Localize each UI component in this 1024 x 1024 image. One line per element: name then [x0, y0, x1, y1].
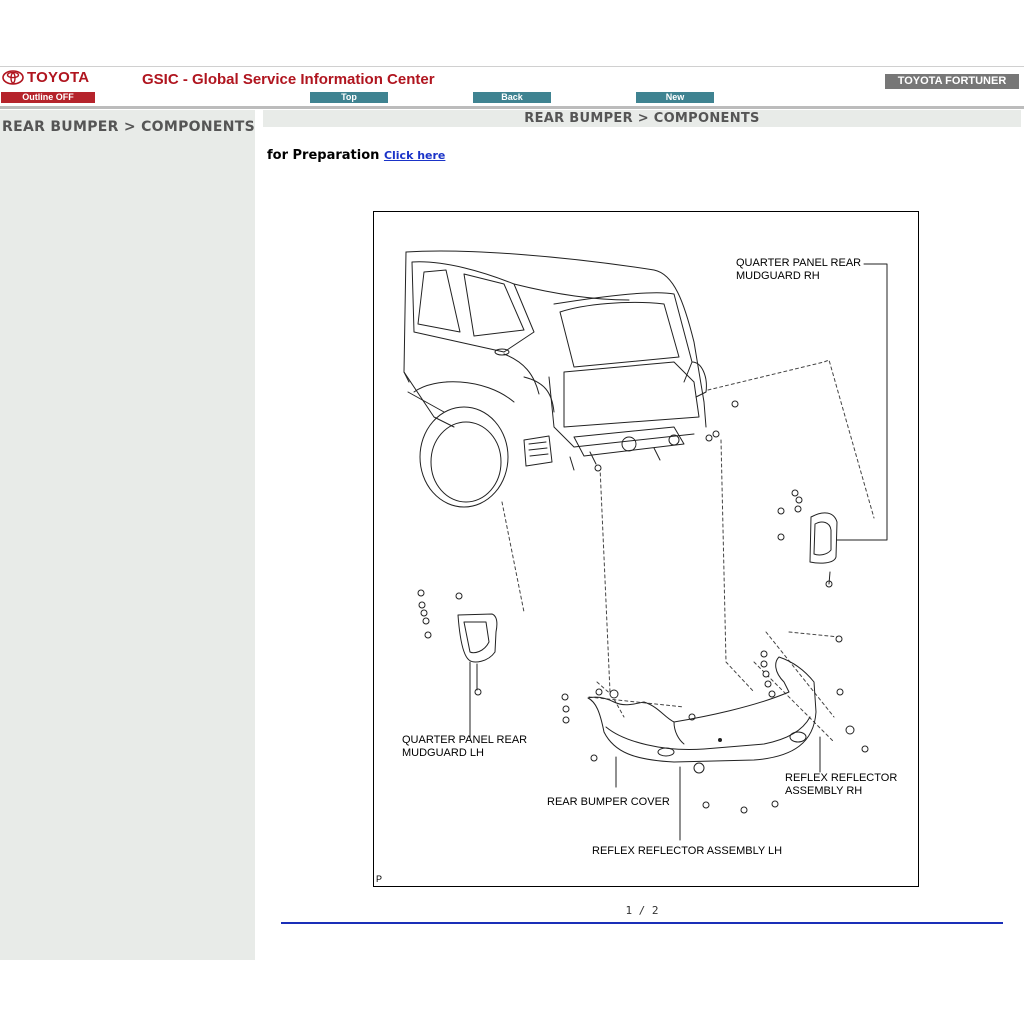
sidebar-title[interactable]: REAR BUMPER > COMPONENTS — [2, 119, 255, 135]
brand-name: TOYOTA — [27, 69, 90, 86]
rear-bumper-cover-part — [587, 656, 821, 841]
back-button[interactable]: Back — [473, 92, 551, 103]
new-button[interactable]: New — [636, 92, 714, 103]
diagram-drawing: P — [376, 250, 888, 884]
header-divider — [0, 106, 1024, 109]
sidebar: REAR BUMPER > COMPONENTS — [0, 110, 255, 960]
preparation-link[interactable]: Click here — [383, 149, 446, 162]
preparation-line: for Preparation Click here — [267, 148, 445, 163]
model-badge: TOYOTA FORTUNER — [885, 74, 1019, 89]
bolt-icons — [417, 400, 869, 814]
toyota-logo[interactable]: TOYOTA — [2, 69, 89, 86]
callout-rear-bumper-cover: REAR BUMPER COVER — [547, 796, 670, 808]
callout-reflector-rh: REFLEX REFLECTOR ASSEMBLY RH — [785, 772, 898, 797]
callout-mudguard-rh: QUARTER PANEL REAR MUDGUARD RH — [736, 257, 862, 282]
vehicle-rear-illustration — [403, 250, 707, 508]
corner-mark: P — [376, 874, 382, 884]
toyota-emblem-icon — [2, 70, 24, 85]
page-indicator: 1 / 2 — [625, 904, 659, 917]
callout-reflector-lh: REFLEX REFLECTOR ASSEMBLY LH — [592, 845, 783, 857]
mudguard-lh-part — [457, 613, 498, 738]
page-title: REAR BUMPER > COMPONENTS — [524, 111, 760, 126]
header: TOYOTA Outline OFF GSIC - Global Service… — [0, 66, 1024, 107]
top-button[interactable]: Top — [310, 92, 388, 103]
site-title: GSIC - Global Service Information Center — [142, 71, 435, 88]
bottom-divider — [281, 922, 1003, 924]
mudguard-rh-part — [809, 263, 888, 585]
outline-toggle-button[interactable]: Outline OFF — [1, 92, 95, 103]
callout-mudguard-lh: QUARTER PANEL REAR MUDGUARD LH — [402, 734, 528, 759]
main-title-bar: REAR BUMPER > COMPONENTS — [263, 110, 1021, 127]
components-diagram: P QUARTER PANEL REAR MUDGUARD RH QUARTER… — [373, 211, 919, 887]
preparation-label: for Preparation — [267, 148, 380, 163]
